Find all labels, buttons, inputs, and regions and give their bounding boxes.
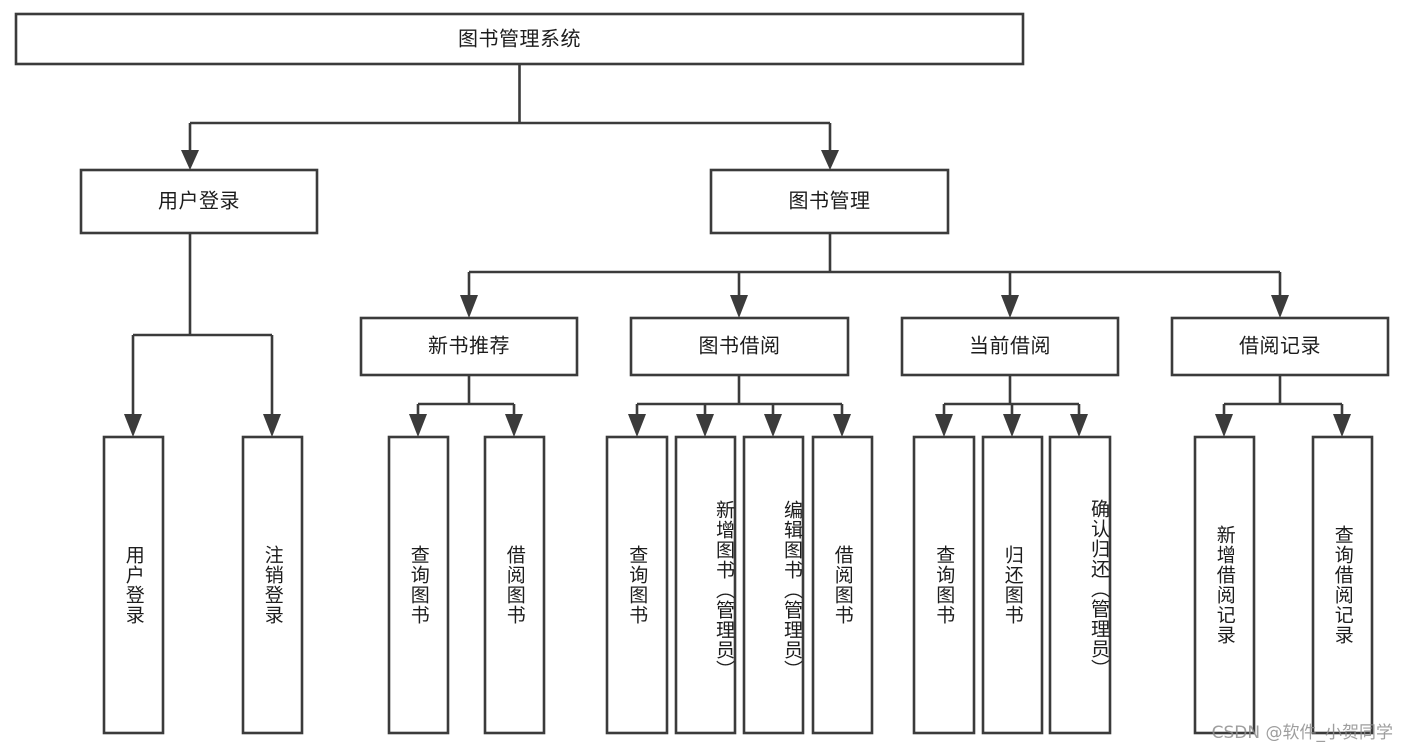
arrowhead-book-borrow [730, 295, 748, 318]
arrowhead-book-borrow-leaf-4 [833, 414, 851, 437]
leaf-box-current-borrow-2[interactable] [981, 435, 1044, 735]
node-book-management-box[interactable] [709, 168, 950, 235]
leaf-box-borrow-record-2[interactable] [1311, 435, 1374, 735]
leaf-box-new-book-2[interactable] [483, 435, 546, 735]
node-user-login-box[interactable] [79, 168, 319, 235]
arrowhead-current-borrow [1001, 295, 1019, 318]
leaf-box-user-login-2[interactable] [241, 435, 304, 735]
node-new-book-recommend-box[interactable] [359, 316, 579, 377]
arrowhead-book-mgmt [821, 150, 839, 170]
arrowhead-user-login-leaf-2 [263, 414, 281, 437]
connectors [124, 64, 1351, 437]
leaf-box-current-borrow-3[interactable] [1048, 435, 1112, 735]
leaf-box-new-book-1[interactable] [387, 435, 450, 735]
leaf-box-book-borrow-4[interactable] [811, 435, 874, 735]
arrowhead-current-borrow-leaf-1 [935, 414, 953, 437]
arrowhead-book-borrow-leaf-1 [628, 414, 646, 437]
node-borrow-record[interactable]: 借阅记录 [1170, 316, 1390, 377]
node-current-borrow-label: 当前借阅 [969, 334, 1051, 358]
arrowhead-user-login [181, 150, 199, 170]
arrowhead-book-borrow-leaf-2 [696, 414, 714, 437]
node-user-login-label: 用户登录 [158, 189, 240, 213]
arrowhead-new-book-leaf-1 [409, 414, 427, 437]
node-user-login[interactable]: 用户登录 [79, 168, 319, 235]
arrowhead-new-book-leaf-2 [505, 414, 523, 437]
leaf-box-book-borrow-1[interactable] [605, 435, 669, 735]
node-borrow-record-box[interactable] [1170, 316, 1390, 377]
arrowhead-borrow-record-leaf-1 [1215, 414, 1233, 437]
node-root-box[interactable] [14, 12, 1025, 66]
arrowhead-borrow-record [1271, 295, 1289, 318]
node-book-borrow-box[interactable] [629, 316, 850, 377]
leaf-box-borrow-record-1[interactable] [1193, 435, 1256, 735]
leaf-box-book-borrow-3[interactable] [742, 435, 805, 735]
leaf-box-user-login-1[interactable] [102, 435, 165, 735]
arrowhead-current-borrow-leaf-2 [1003, 414, 1021, 437]
arrowhead-new-book [460, 295, 478, 318]
arrowhead-borrow-record-leaf-2 [1333, 414, 1351, 437]
arrowhead-book-borrow-leaf-3 [764, 414, 782, 437]
arrowhead-current-borrow-leaf-3 [1070, 414, 1088, 437]
node-current-borrow[interactable]: 当前借阅 [900, 316, 1120, 377]
arrowhead-user-login-leaf-1 [124, 414, 142, 437]
node-book-borrow-label: 图书借阅 [699, 334, 781, 358]
node-book-borrow[interactable]: 图书借阅 [629, 316, 850, 377]
node-root[interactable]: 图书管理系统 [14, 12, 1025, 66]
leaf-box-book-borrow-2[interactable] [674, 435, 737, 735]
csdn-watermark: CSDN @软件_小贺同学 [1211, 723, 1393, 743]
node-borrow-record-label: 借阅记录 [1239, 334, 1321, 358]
node-book-management[interactable]: 图书管理 [709, 168, 950, 235]
node-new-book-recommend[interactable]: 新书推荐 [359, 316, 579, 377]
node-root-label: 图书管理系统 [458, 27, 581, 51]
node-new-book-recommend-label: 新书推荐 [428, 334, 510, 358]
leaf-box-current-borrow-1[interactable] [912, 435, 976, 735]
node-book-management-label: 图书管理 [789, 189, 871, 213]
node-current-borrow-box[interactable] [900, 316, 1120, 377]
